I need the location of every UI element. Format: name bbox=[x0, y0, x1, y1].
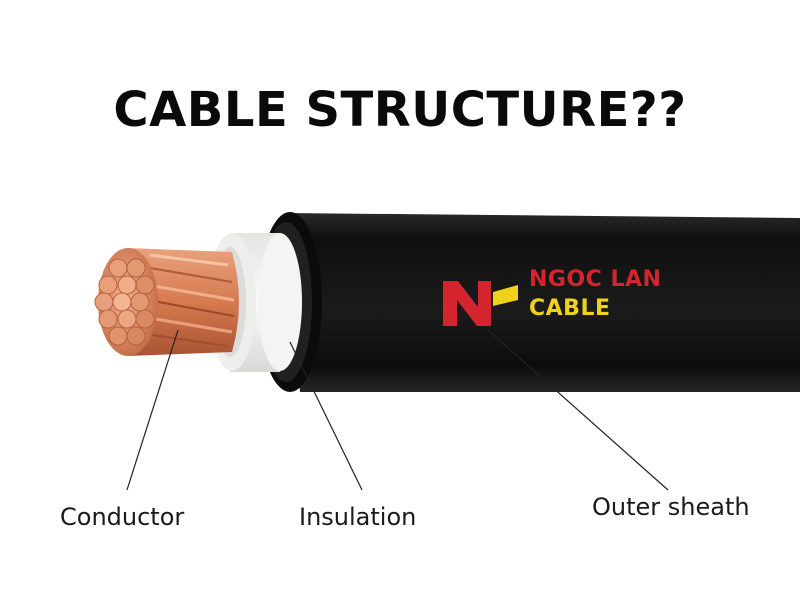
brand-name-line1: NGOC LAN bbox=[529, 267, 662, 292]
page-title: CABLE STRUCTURE?? bbox=[113, 82, 687, 138]
conductor-strands bbox=[94, 248, 239, 356]
outer-sheath-label: Outer sheath bbox=[592, 493, 750, 521]
insulation-leader-line bbox=[289, 341, 363, 491]
conductor-label: Conductor bbox=[60, 503, 185, 531]
brand-logo-mark bbox=[443, 281, 518, 326]
brand-logo: NGOC LAN CABLE bbox=[440, 260, 700, 330]
sheath-leader-line bbox=[487, 329, 669, 491]
insulation-label: Insulation bbox=[299, 503, 417, 531]
brand-name-line2: CABLE bbox=[529, 296, 611, 321]
conductor-leader-line bbox=[126, 329, 179, 491]
